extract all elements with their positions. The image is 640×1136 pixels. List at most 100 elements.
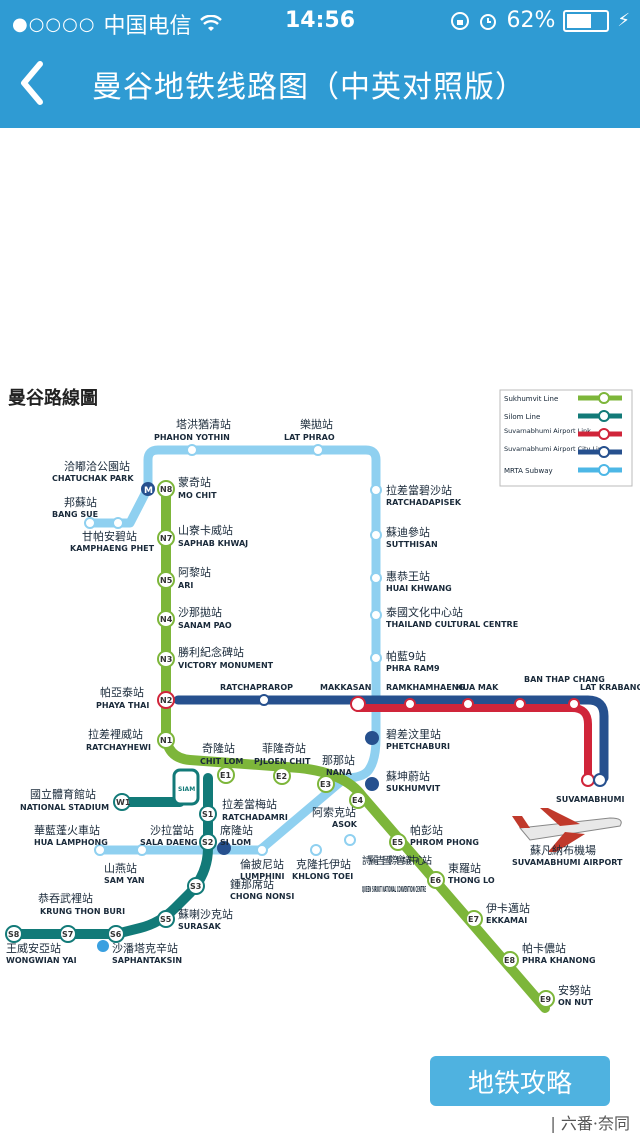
station-label: 拉差當碧沙站 bbox=[386, 483, 452, 497]
status-bar: ●○○○○ 中国电信 14:56 62% ⚡ bbox=[0, 0, 640, 40]
station-label: MAKKASAN bbox=[320, 683, 371, 692]
station-label: RAMKHAMHAENG bbox=[386, 683, 465, 692]
station-label: 帕卡儂站 bbox=[522, 941, 566, 955]
station-label: 勝利紀念碑站 bbox=[178, 645, 244, 659]
siam-label: SIAM bbox=[178, 786, 195, 793]
station-label: SAPHAB KHWAJ bbox=[178, 539, 248, 548]
station-phra-ram9 bbox=[370, 652, 382, 664]
station-label: HUA MAK bbox=[456, 683, 499, 692]
station-label: PHAHON YOTHIN bbox=[154, 433, 230, 442]
station-label: SALA DAENG bbox=[140, 838, 198, 847]
station-n5: N5 bbox=[157, 571, 175, 589]
station-label: 碧差汶里站 bbox=[386, 727, 441, 741]
battery-icon bbox=[563, 9, 610, 32]
svg-text:S5: S5 bbox=[160, 915, 172, 924]
svg-text:E4: E4 bbox=[352, 796, 363, 805]
wifi-icon bbox=[199, 15, 222, 31]
station-label: SAPHANTAKSIN bbox=[112, 956, 182, 965]
station-sam-yan bbox=[136, 844, 148, 856]
station-label: 恭吞武裡站 bbox=[38, 891, 93, 905]
orientation-lock-icon bbox=[451, 11, 470, 30]
station-labels: 塔洪猶清站 PHAHON YOTHIN 樂拋站 LAT PHRAO 洽嘟洽公園站… bbox=[6, 417, 640, 1007]
station-label: 王威安亞站 bbox=[6, 941, 61, 955]
svg-text:E9: E9 bbox=[540, 995, 551, 1004]
svg-text:E1: E1 bbox=[220, 771, 231, 780]
station-label: 帕亞泰站 bbox=[100, 685, 144, 699]
station-label: 奇隆站 bbox=[202, 741, 235, 755]
station-label: PJLOEN CHIT bbox=[254, 757, 311, 766]
station-label: ASOK bbox=[332, 820, 358, 829]
station-label: 蒙奇站 bbox=[178, 475, 211, 489]
station-label: 阿索克站 bbox=[312, 805, 356, 819]
station-w1: W1 bbox=[113, 793, 131, 811]
station-label: PHRA KHANONG bbox=[522, 956, 596, 965]
station-label: SURASAK bbox=[178, 922, 222, 931]
station-huai-khwang bbox=[370, 572, 382, 584]
station-label: 山寮卡威站 bbox=[178, 523, 233, 537]
station-label: HUA LAMPHONG bbox=[34, 838, 108, 847]
station-e3: E3 bbox=[317, 775, 335, 793]
station-s3: S3 bbox=[187, 877, 205, 895]
station-label: 沙潘塔克辛站 bbox=[112, 941, 178, 955]
station-label: WONGWIAN YAI bbox=[6, 956, 77, 965]
page-title: 曼谷地铁线路图（中英对照版） bbox=[92, 70, 526, 105]
airplane-icon bbox=[512, 808, 622, 852]
svg-text:N2: N2 bbox=[160, 696, 172, 705]
svg-text:E5: E5 bbox=[392, 838, 403, 847]
station-label: RATCHADAPISEK bbox=[386, 498, 462, 507]
legend-label-airport-link: Suvarnabhumi Airport Link bbox=[504, 427, 591, 435]
station-label: 塔洪猶清站 bbox=[176, 417, 231, 431]
station-ban-thap-chang bbox=[514, 698, 526, 710]
legend-label-mrta: MRTA Subway bbox=[504, 467, 553, 475]
back-button[interactable] bbox=[12, 58, 52, 108]
station-label: 洽嘟洽公園站 bbox=[64, 459, 130, 473]
station-label: SUKHUMVIT bbox=[386, 784, 441, 793]
station-qsncc bbox=[344, 834, 356, 846]
station-ratchaprarop bbox=[258, 694, 270, 706]
station-label: KRUNG THON BURI bbox=[40, 907, 125, 916]
station-label: 詩麗吉國際會議中心站 bbox=[362, 854, 432, 867]
station-label: ON NUT bbox=[558, 998, 593, 1007]
station-lat-krabang bbox=[568, 698, 580, 710]
station-label: 菲隆奇站 bbox=[262, 741, 306, 755]
siam-interchange[interactable] bbox=[172, 768, 200, 806]
station-suvarnabhumi-b bbox=[593, 773, 607, 787]
station-label: 伊卡邁站 bbox=[486, 901, 530, 915]
station-e5: E5 bbox=[389, 833, 407, 851]
subway-guide-button[interactable]: 地铁攻略 bbox=[430, 1056, 610, 1106]
station-label: SAM YAN bbox=[104, 876, 145, 885]
station-label: CHONG NONSI bbox=[230, 892, 294, 901]
station-label: 沙那拋站 bbox=[178, 605, 222, 619]
plain-station-dots[interactable] bbox=[84, 444, 607, 856]
station-khlong-toei bbox=[310, 844, 322, 856]
svg-text:E8: E8 bbox=[504, 956, 515, 965]
station-label: SANAM PAO bbox=[178, 621, 232, 630]
svg-text:E2: E2 bbox=[276, 772, 287, 781]
station-markers[interactable]: N8 N7 N5 N4 N3 N2 N1 E1 E2 E3 E4 E5 E6 E… bbox=[5, 480, 555, 1008]
metro-map[interactable]: 曼谷路線圖 Sukhumvit Line Silom Line Suvarnab… bbox=[0, 128, 640, 1136]
station-s8: S8 bbox=[5, 925, 23, 943]
station-e9: E9 bbox=[537, 990, 555, 1008]
station-e7: E7 bbox=[465, 910, 483, 928]
chevron-left-icon bbox=[21, 61, 43, 105]
station-label: CHATUCHAK PARK bbox=[52, 474, 134, 483]
mrt-marker-silom bbox=[217, 841, 231, 855]
station-ratchadapisek bbox=[370, 484, 382, 496]
station-label: BAN THAP CHANG bbox=[524, 675, 605, 684]
svg-text:E6: E6 bbox=[430, 876, 441, 885]
mrt-marker-chatuchak bbox=[141, 482, 155, 496]
station-label: RATCHAYHEWI bbox=[86, 743, 151, 752]
station-label: SUVAMABHUMI AIRPORT bbox=[512, 858, 623, 867]
mrt-marker-phetchaburi bbox=[365, 731, 379, 745]
station-kamphaeng-phet bbox=[112, 517, 124, 529]
station-label: 帕彭站 bbox=[410, 823, 443, 837]
station-label: 山燕站 bbox=[104, 861, 137, 875]
station-label: 蘇坤蔚站 bbox=[386, 769, 430, 783]
station-label: LUMPHINI bbox=[240, 872, 285, 881]
legend: Sukhumvit Line Silom Line Suvarnabhumi A… bbox=[499, 389, 633, 487]
station-label: 惠恭王站 bbox=[386, 569, 430, 583]
station-label: ARI bbox=[178, 581, 193, 590]
station-phahon-yothin bbox=[186, 444, 198, 456]
station-label: LAT KRABANG bbox=[580, 683, 640, 692]
station-e6: E6 bbox=[427, 871, 445, 889]
